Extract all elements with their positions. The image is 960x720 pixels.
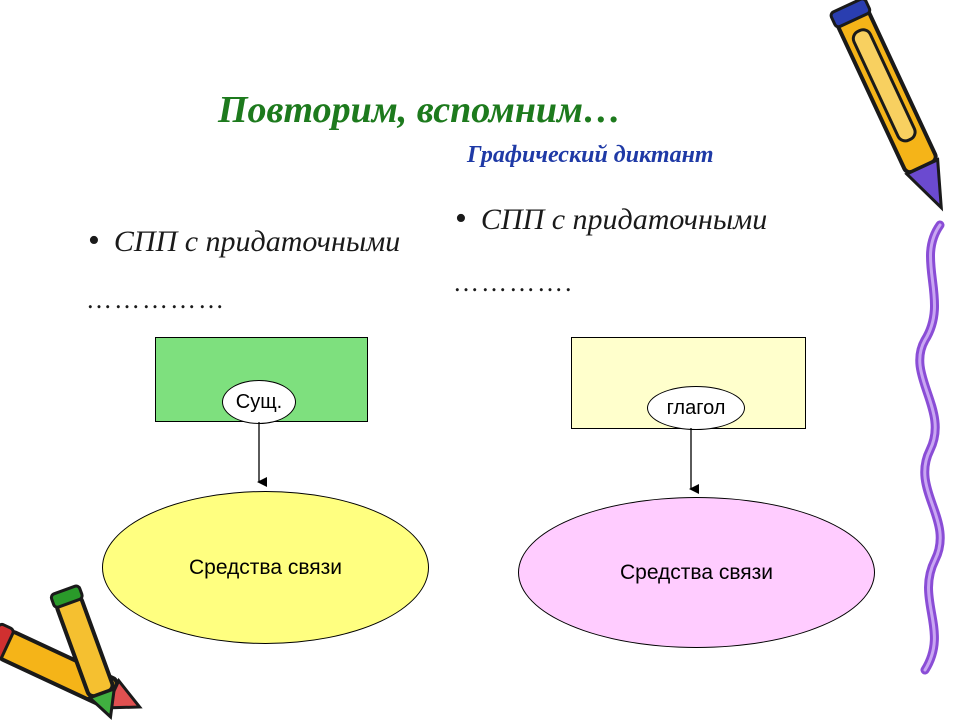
bullet-dot-icon: • — [88, 222, 100, 259]
right-ellipse-label: Средства связи — [619, 560, 774, 584]
left-bullet: • СПП с придаточными — [88, 222, 400, 260]
left-noun-oval: Сущ. — [222, 380, 296, 424]
right-connector-ellipse: Средства связи — [518, 497, 875, 648]
slide-title: Повторим, вспомним… — [218, 89, 622, 131]
left-bullet-text: СПП с придаточными — [113, 225, 401, 258]
left-blank-dots: …………… — [86, 285, 226, 314]
left-ellipse-label: Средства связи — [188, 555, 343, 579]
right-bullet: • СПП с придаточными — [455, 200, 767, 238]
right-verb-oval: глагол — [647, 386, 745, 430]
left-connector-ellipse: Средства связи — [102, 491, 429, 644]
right-bullet-text: СПП с придаточными — [480, 203, 768, 236]
right-blank-dots: …………. — [453, 268, 574, 297]
bullet-dot-icon: • — [455, 200, 467, 237]
slide-subtitle: Графический диктант — [467, 142, 714, 168]
